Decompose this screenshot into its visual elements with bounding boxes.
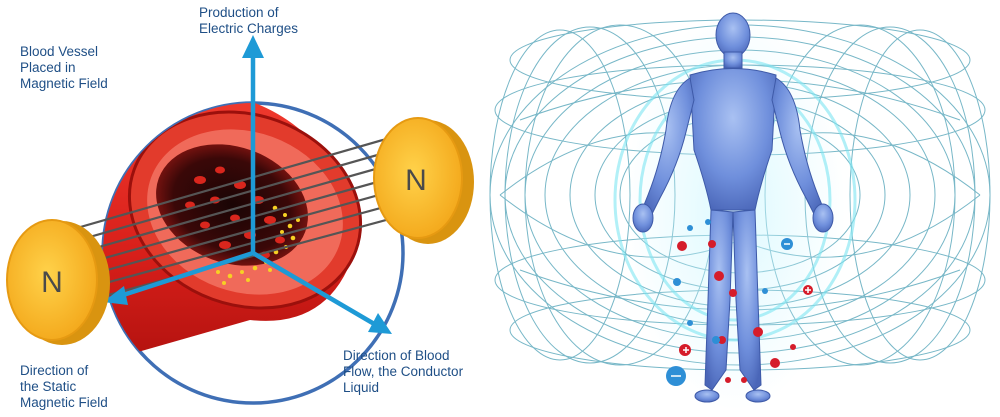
label-blood-vessel: Blood Vessel Placed in Magnetic Field xyxy=(20,44,108,91)
magnet-right: N xyxy=(373,117,474,244)
left-diagram: N N xyxy=(6,35,474,405)
label-production-electric-charges: Production of Electric Charges xyxy=(199,5,299,36)
magnet-left: N xyxy=(6,219,110,345)
magnetic-field-lines xyxy=(69,133,413,304)
magnet-right-letter: N xyxy=(405,164,427,197)
blood-vessel xyxy=(103,103,363,360)
label-direction-magnetic-field: Direction of the Static Magnetic Field xyxy=(20,363,108,410)
magnet-left-letter: N xyxy=(41,266,63,299)
right-diagram xyxy=(489,10,991,410)
positive-charges xyxy=(677,240,813,383)
direction-arrows xyxy=(103,35,392,334)
vessel-lumen xyxy=(156,144,308,266)
label-direction-blood-flow: Direction of Blood Flow, the Conductor L… xyxy=(343,348,464,395)
human-body-figure xyxy=(632,12,834,403)
charge-symbols xyxy=(671,243,811,377)
